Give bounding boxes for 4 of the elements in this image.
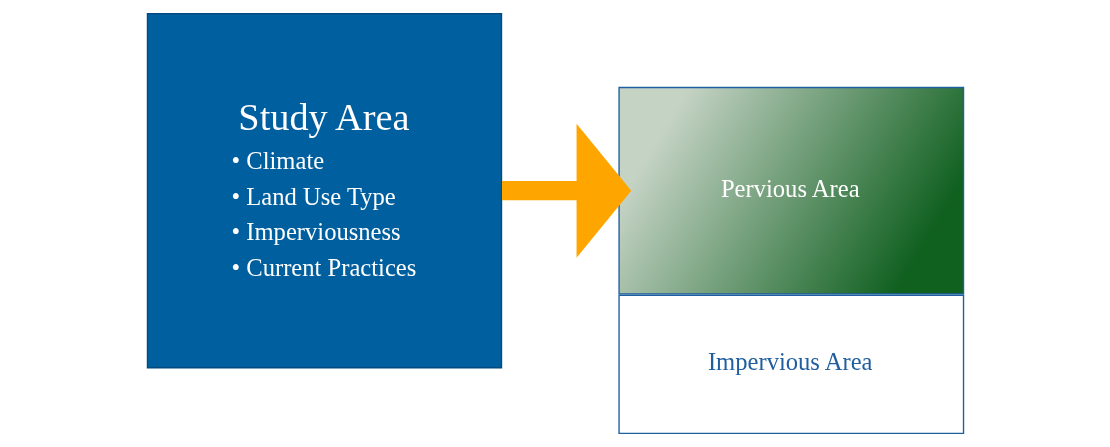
node-box: Impervious Area <box>617 294 964 434</box>
node-box: Pervious Area <box>617 86 964 295</box>
arrow <box>501 123 631 258</box>
node-box: Study Area • Climate • Land Use Type • Imperviousness • Current Practices <box>146 13 502 369</box>
